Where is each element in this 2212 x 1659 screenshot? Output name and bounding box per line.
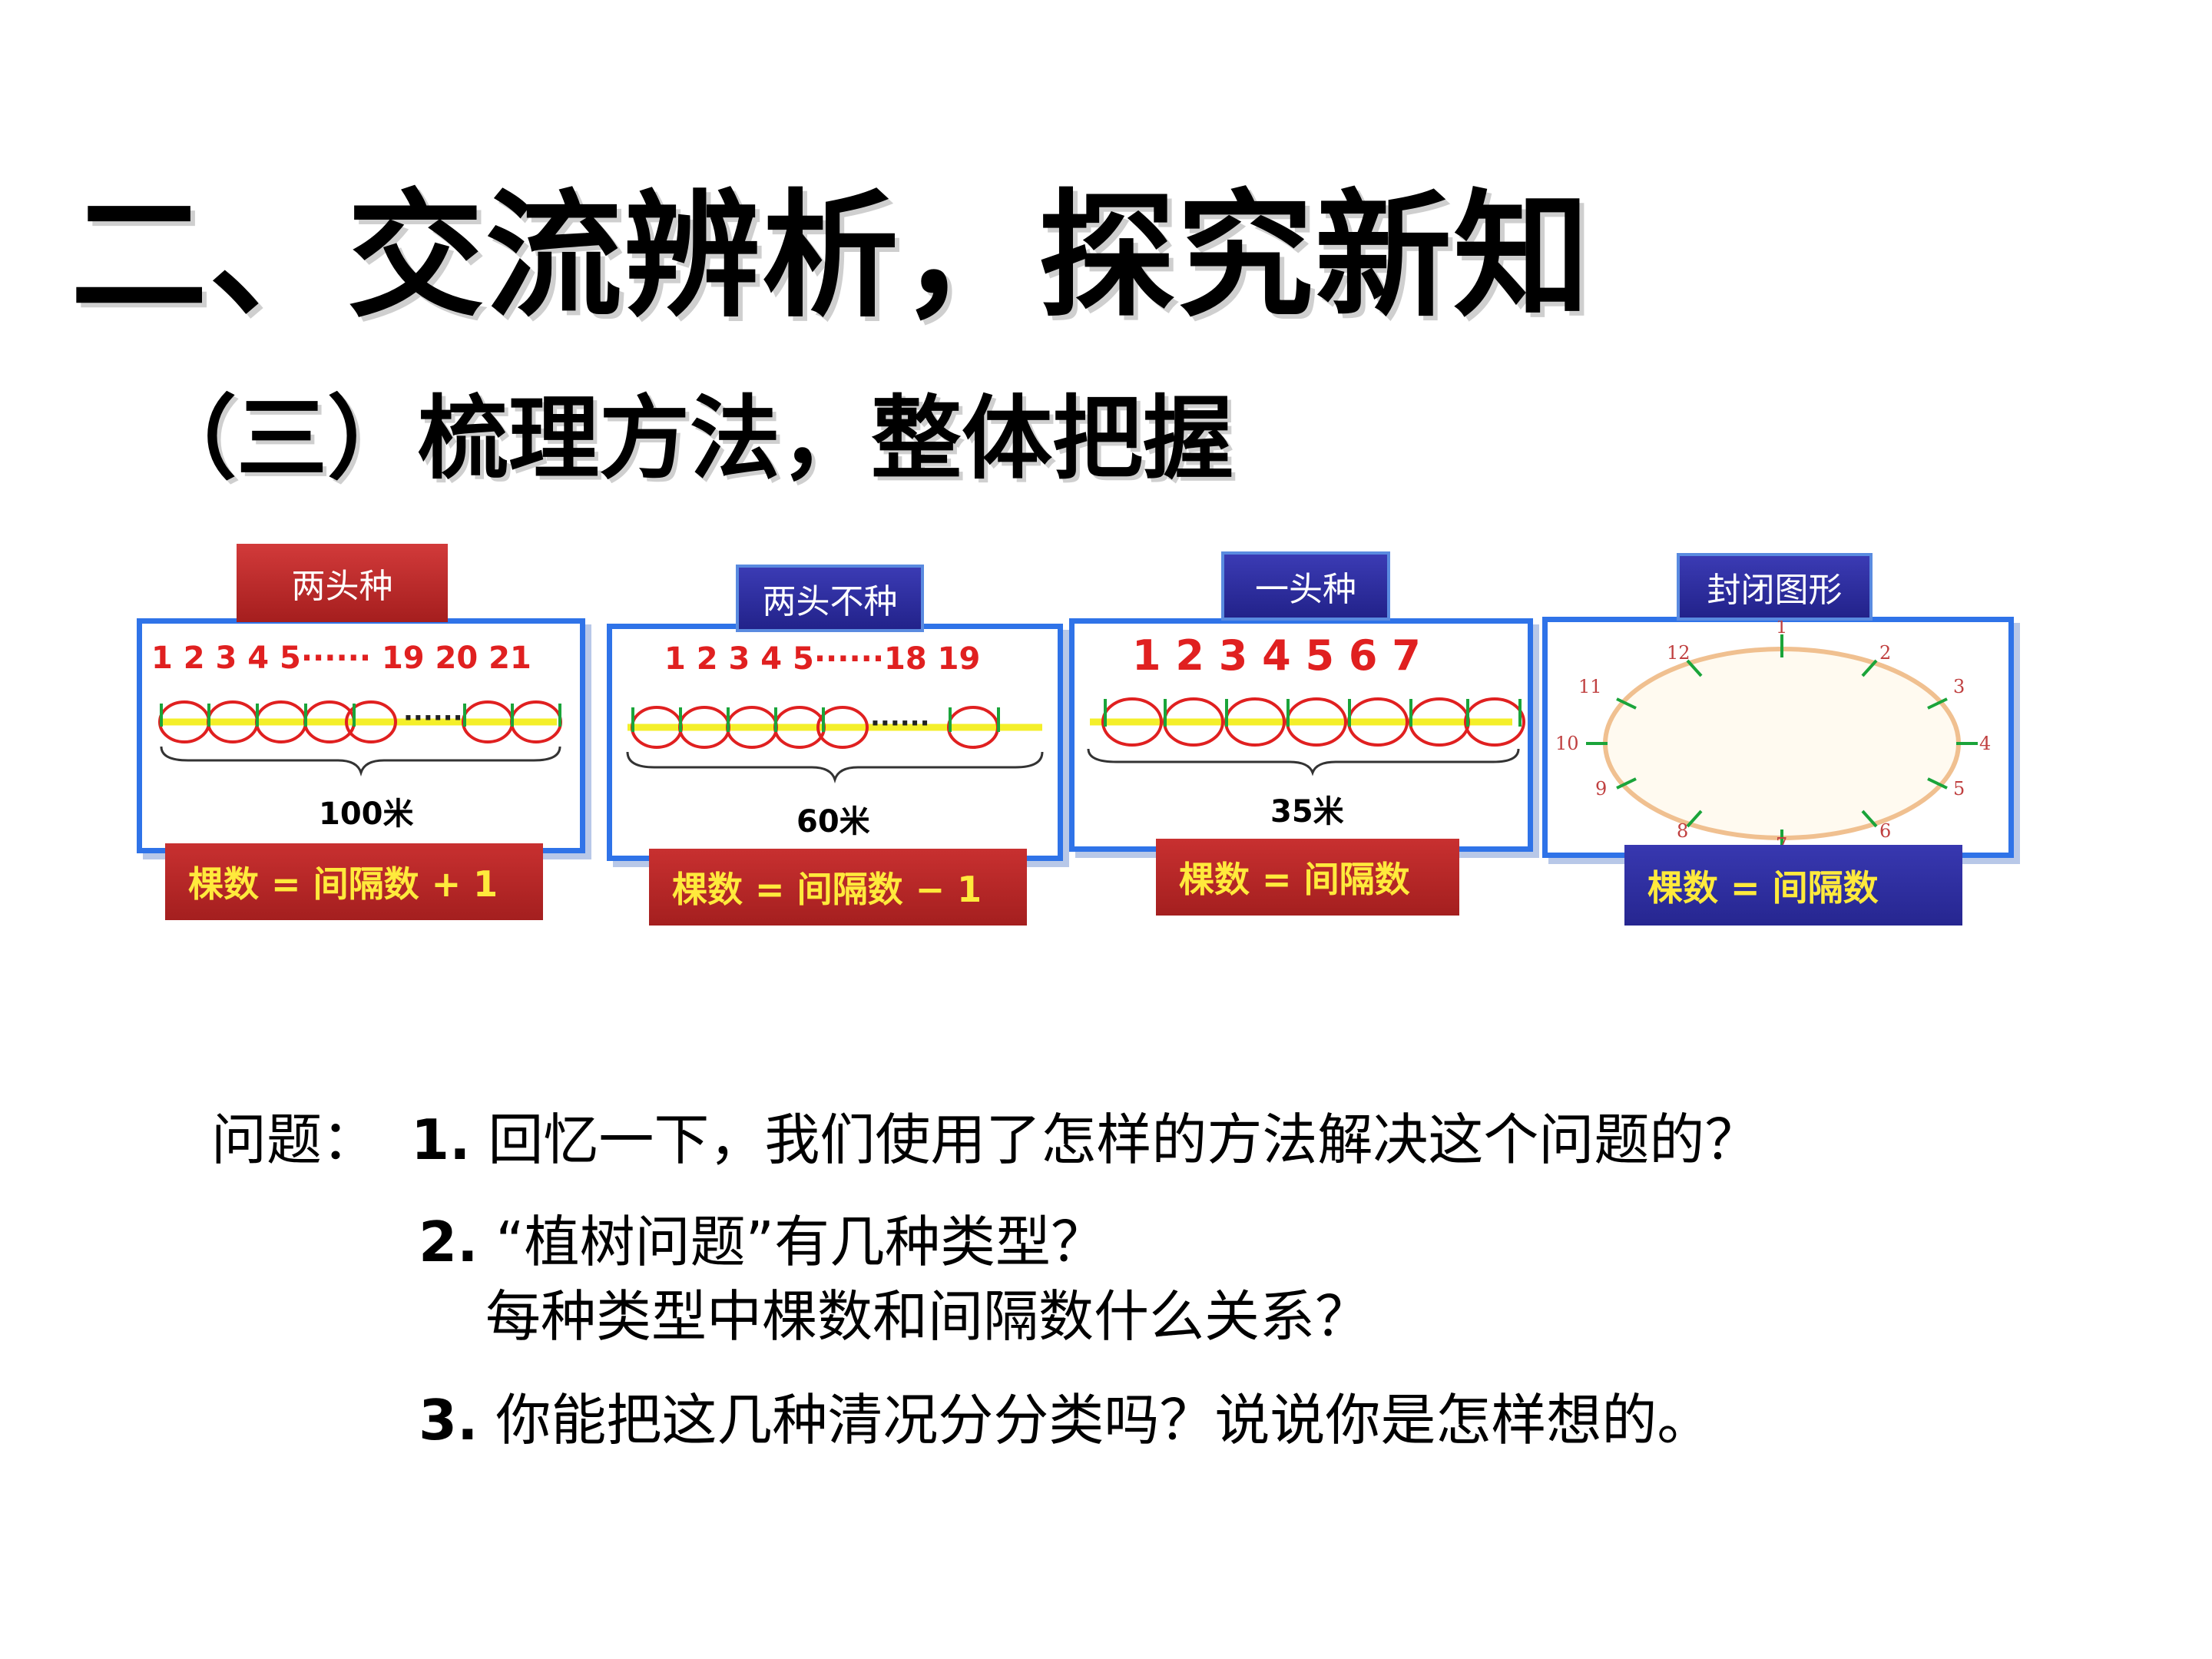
formula-both-ends: 棵数 = 间隔数 + 1 (165, 843, 543, 920)
tree-row-diagram: ······ (158, 700, 562, 777)
panel-closed-shape: 1 2 3 4 5 6 7 8 9 10 11 12 (1542, 616, 2014, 858)
panel-both-ends: 1 2 3 4 5······ 19 20 21 ······ 100米 (137, 618, 585, 853)
question-number: 2. (419, 1210, 478, 1274)
svg-text:11: 11 (1578, 676, 1602, 697)
tab-closed-shape: 封闭图形 (1677, 553, 1873, 621)
question-3: 3. 你能把这几种清况分分类吗？说说你是怎样想的。 (419, 1375, 1712, 1455)
tab-neither-end: 两头不种 (736, 565, 924, 632)
section-subtitle: （三）梳理方法，整体把握 (146, 386, 1234, 492)
formula-neither-end: 棵数 = 间隔数 − 1 (649, 849, 1027, 926)
svg-text:2: 2 (1879, 642, 1891, 664)
svg-text:9: 9 (1595, 778, 1607, 800)
tree-row-diagram (1087, 697, 1525, 777)
panel-neither-end: 1 2 3 4 5······18 19 ······ 60米 (607, 624, 1063, 861)
page-title: 二、交流辨析，探究新知 (71, 177, 1591, 336)
formula-closed-shape: 棵数 = 间隔数 (1624, 845, 1962, 926)
question-text: 你能把这几种清况分分类吗？说说你是怎样想的。 (495, 1388, 1713, 1452)
question-number: 1. (411, 1108, 471, 1172)
svg-text:5: 5 (1953, 778, 1965, 800)
tab-one-end: 一头种 (1221, 551, 1390, 621)
distance-label: 35米 (1270, 794, 1344, 830)
svg-text:10: 10 (1555, 733, 1579, 754)
tree-numbers: 1 2 3 4 5······ 19 20 21 (151, 641, 531, 676)
closed-shape-diagram: 1 2 3 4 5 6 7 8 9 10 11 12 (1555, 616, 1991, 856)
question-text: 回忆一下，我们使用了怎样的方法解决这个问题的？ (488, 1108, 1760, 1172)
panel-one-end: 1 2 3 4 5 6 7 35米 (1069, 618, 1533, 852)
svg-text:······: ······ (870, 708, 930, 739)
svg-text:12: 12 (1667, 642, 1690, 664)
svg-text:8: 8 (1677, 820, 1688, 842)
tree-row-diagram: ······ (626, 706, 1044, 784)
question-1: 1. 回忆一下，我们使用了怎样的方法解决这个问题的？ (411, 1094, 1760, 1175)
questions-label: 问题： (211, 1108, 378, 1172)
question-2-line-2: 每种类型中棵数和间隔数什么关系？ (485, 1284, 1371, 1349)
svg-text:1: 1 (1776, 616, 1787, 637)
tree-numbers: 1 2 3 4 5 6 7 (1132, 631, 1421, 680)
clock-numbers: 1 2 3 4 5 6 7 8 9 10 11 12 (1555, 616, 1991, 856)
question-2: 2. “植树问题”有几种类型？ (419, 1197, 1106, 1277)
tab-both-ends: 两头种 (237, 544, 448, 622)
svg-text:4: 4 (1979, 733, 1991, 754)
question-text: “植树问题”有几种类型？ (495, 1210, 1106, 1274)
formula-one-end: 棵数 = 间隔数 (1156, 839, 1459, 916)
svg-text:6: 6 (1879, 820, 1891, 842)
svg-text:······: ······ (403, 703, 463, 733)
svg-text:3: 3 (1953, 676, 1965, 697)
question-number: 3. (419, 1388, 478, 1452)
distance-label: 100米 (319, 796, 414, 832)
distance-label: 60米 (796, 804, 870, 839)
tree-numbers: 1 2 3 4 5······18 19 (664, 641, 981, 677)
